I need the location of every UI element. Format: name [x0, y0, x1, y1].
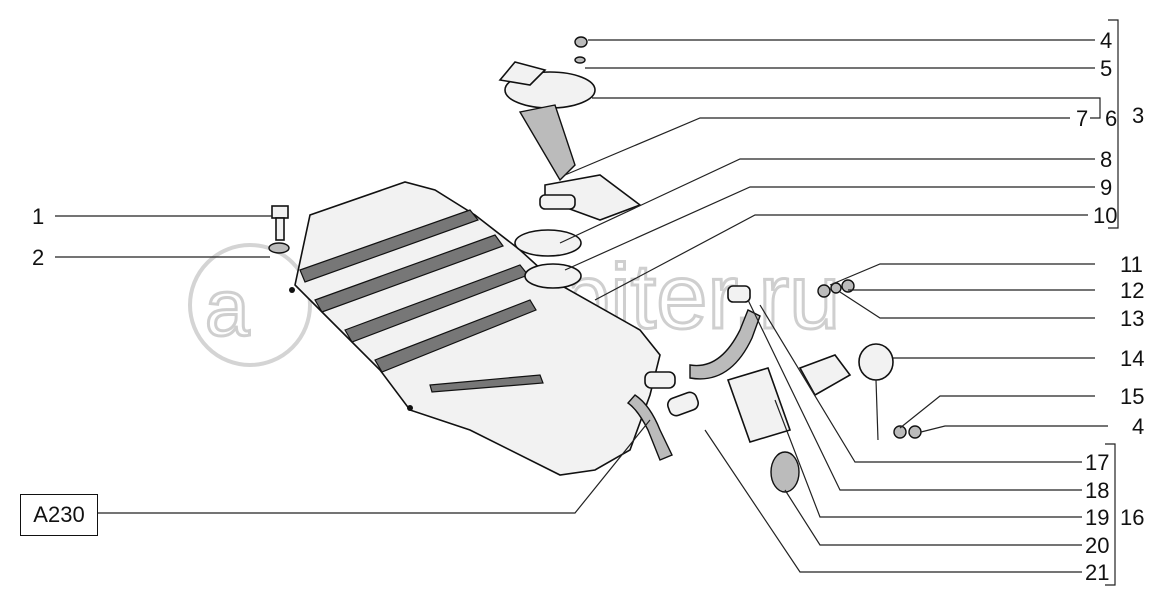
- callout-12: 12: [1120, 278, 1144, 303]
- callout-5: 5: [1100, 56, 1112, 81]
- locking-ring: [524, 263, 582, 289]
- svg-text:a: a: [205, 263, 250, 352]
- washer: [268, 242, 290, 254]
- callout-4b: 4: [1132, 414, 1144, 439]
- callout-19: 19: [1085, 505, 1109, 530]
- callout-17: 17: [1085, 450, 1109, 475]
- callout-3: 3: [1132, 103, 1144, 128]
- fuel-pump-assembly: [498, 36, 642, 221]
- reference-code-box: A230: [20, 494, 98, 536]
- callout-8: 8: [1100, 147, 1112, 172]
- bolt: [271, 205, 289, 241]
- gasket-ring: [514, 229, 582, 257]
- callout-10: 10: [1093, 203, 1117, 228]
- callout-18: 18: [1085, 478, 1109, 503]
- callout-15: 15: [1120, 384, 1144, 409]
- callout-4: 4: [1100, 28, 1112, 53]
- callout-13: 13: [1120, 306, 1144, 331]
- callout-11: 11: [1120, 252, 1143, 277]
- callout-21: 21: [1085, 560, 1109, 585]
- callout-20: 20: [1085, 533, 1109, 558]
- callout-14: 14: [1120, 346, 1144, 371]
- fuel-tank: [289, 181, 700, 476]
- callout-6: 6: [1105, 106, 1117, 131]
- callout-1: 1: [32, 204, 44, 229]
- callout-2: 2: [32, 245, 44, 270]
- filler-hose-parts: [689, 279, 922, 493]
- callout-16: 16: [1120, 505, 1144, 530]
- callout-7: 7: [1076, 106, 1088, 131]
- callout-9: 9: [1100, 175, 1112, 200]
- leader-lines: [55, 19, 1119, 586]
